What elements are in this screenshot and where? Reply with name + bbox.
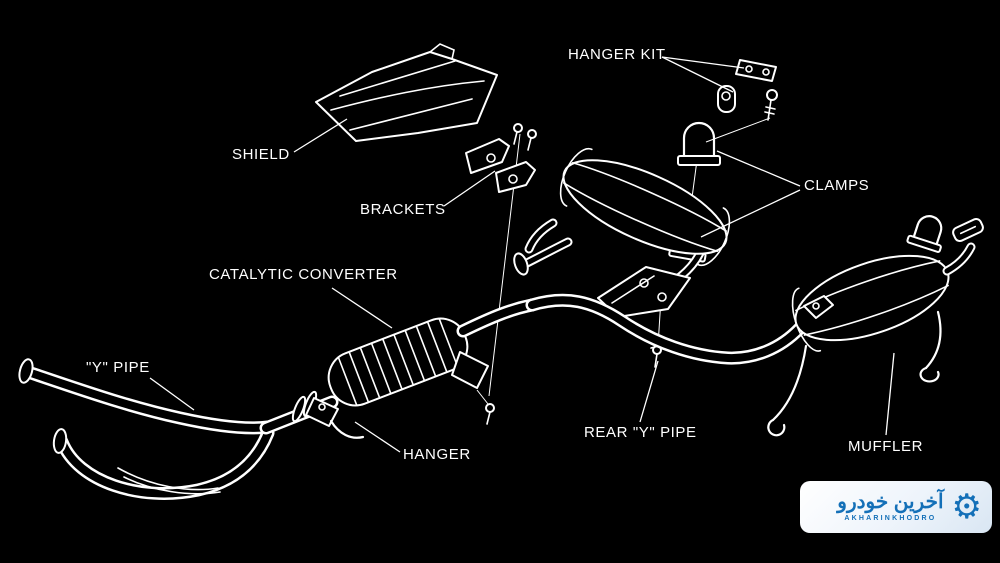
brand-name-latin: AKHARINKHODRO [844, 514, 937, 522]
shield-drawing [315, 43, 498, 142]
catalytic-converter-drawing [327, 298, 539, 425]
label-catalytic-converter: CATALYTIC CONVERTER [209, 266, 398, 283]
label-muffler: MUFFLER [848, 438, 924, 455]
hanger-drawing [305, 397, 365, 439]
label-brackets: BRACKETS [360, 201, 446, 218]
label-y-pipe: "Y" PIPE [86, 359, 150, 376]
gear-icon: ⚙︎ [951, 488, 982, 526]
watermark-text-block: آخرین خودرو AKHARINKHODRO [837, 490, 944, 522]
leader-lines [149, 56, 895, 453]
label-hanger-kit: HANGER KIT [568, 46, 666, 63]
hanger-kit-drawing [717, 59, 778, 121]
label-shield: SHIELD [232, 146, 290, 163]
label-clamps: CLAMPS [804, 177, 870, 194]
brackets-drawing [465, 123, 537, 193]
y-pipe-drawing [18, 358, 339, 500]
watermark-logo: آخرین خودرو AKHARINKHODRO ⚙︎ [800, 481, 992, 533]
muffler-drawing [767, 242, 976, 437]
label-hanger: HANGER [403, 446, 471, 463]
label-rear-y-pipe: REAR "Y" PIPE [584, 424, 697, 441]
brand-name-farsi: آخرین خودرو [837, 490, 944, 513]
rear-pipe-run-drawing [525, 293, 807, 365]
